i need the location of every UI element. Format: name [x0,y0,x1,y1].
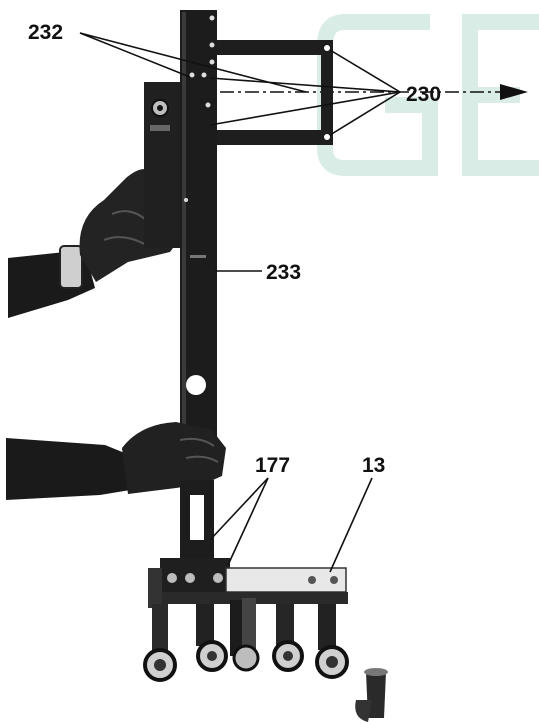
upper-hand [8,169,176,318]
gauge-plate [144,82,184,248]
callout-labels: 232 230 233 177 13 [28,21,441,477]
valve-assembly [272,604,304,672]
callout-13: 13 [362,454,385,477]
callout-233: 233 [266,261,301,284]
callout-232: 232 [28,21,63,44]
callout-177: 177 [255,454,290,477]
leader-230-a [329,49,401,93]
leader-177-b [227,477,269,566]
leader-230-b [209,77,401,93]
lower-hand [6,422,226,500]
valve-assembly [196,604,228,672]
valve-assembly [143,604,177,682]
leader-177-a [209,477,269,541]
callout-230: 230 [406,83,441,106]
vertical-bar [180,10,217,472]
watermark-letter-g [317,14,438,176]
leader-230-c [209,91,401,126]
fork-adapter [160,480,230,594]
valve-assembly [230,598,260,672]
arrow-head [500,84,528,100]
leader-230-d [329,91,401,136]
valve-assembly [315,604,349,679]
axis-arrow [170,84,528,100]
leader-232-a [79,32,191,78]
lower-sleeve [6,438,132,500]
valve-assemblies [143,598,349,682]
leader-13 [329,477,373,573]
wristwatch [59,245,83,289]
loose-tappet [355,668,388,722]
leader-lines [79,32,401,573]
